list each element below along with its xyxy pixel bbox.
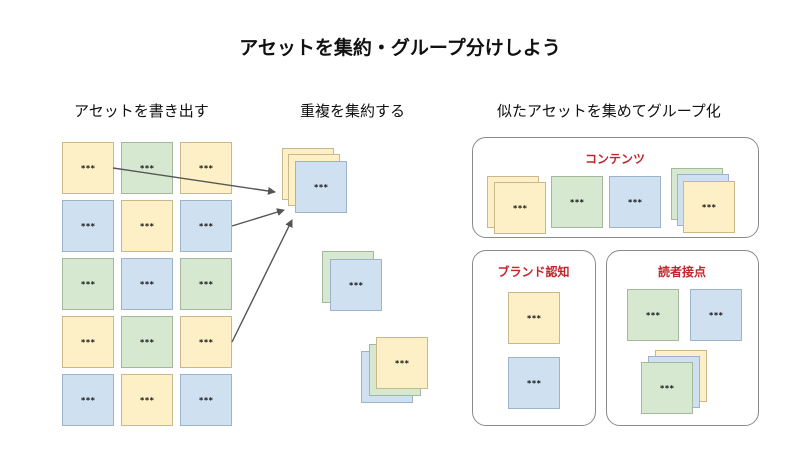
arrow-line: [231, 219, 293, 343]
asset-tile: ***: [121, 316, 173, 368]
column-heading-dedupe: 重複を集約する: [300, 102, 406, 120]
asset-tile: ***: [62, 200, 114, 252]
asset-tile: ***: [62, 374, 114, 426]
asset-tile: ***: [609, 176, 661, 228]
asset-tile: ***: [62, 142, 114, 194]
asset-tile: ***: [180, 258, 232, 310]
asset-tile: ***: [494, 182, 546, 234]
asset-tile: ***: [330, 259, 382, 311]
asset-tile: ***: [295, 161, 347, 213]
group-label-brand: ブランド認知: [497, 265, 570, 279]
asset-tile: ***: [121, 200, 173, 252]
asset-tile: ***: [627, 289, 679, 341]
asset-tile: ***: [180, 374, 232, 426]
asset-tile: ***: [121, 258, 173, 310]
asset-tile: ***: [121, 374, 173, 426]
asset-tile: ***: [376, 337, 428, 389]
asset-tile: ***: [62, 258, 114, 310]
group-label-reader: 読者接点: [657, 265, 706, 279]
asset-tile: ***: [683, 181, 735, 233]
asset-tile: ***: [62, 316, 114, 368]
asset-tile: ***: [180, 316, 232, 368]
asset-tile: ***: [508, 357, 560, 409]
arrow-line: [231, 208, 285, 227]
asset-tile: ***: [180, 142, 232, 194]
group-label-content: コンテンツ: [584, 152, 645, 166]
page-title: アセットを集約・グループ分けしよう: [239, 37, 561, 59]
asset-tile: ***: [551, 176, 603, 228]
asset-tile: ***: [690, 289, 742, 341]
asset-tile: ***: [121, 142, 173, 194]
asset-tile: ***: [641, 362, 693, 414]
asset-tile: ***: [180, 200, 232, 252]
column-heading-export: アセットを書き出す: [74, 102, 209, 120]
asset-tile: ***: [508, 292, 560, 344]
column-heading-group: 似たアセットを集めてグループ化: [497, 102, 721, 120]
